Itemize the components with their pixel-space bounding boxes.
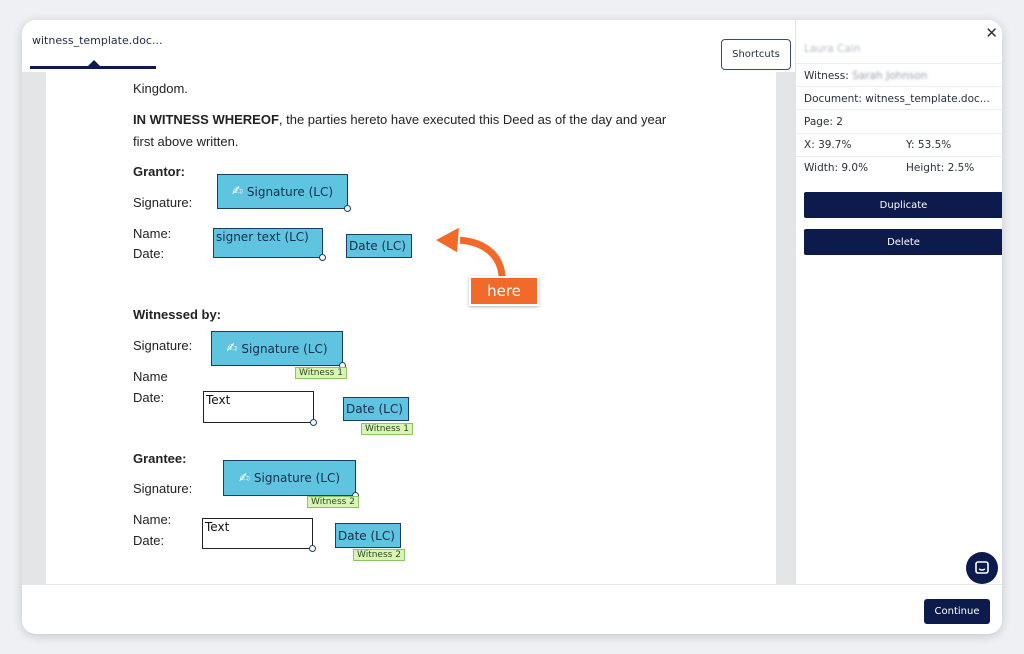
annotation-arrow-icon xyxy=(431,224,508,282)
text-witness-line2: first above written. xyxy=(133,134,239,149)
field-properties-panel: ✕ Laura Cain Witness: Sarah Johnson Docu… xyxy=(795,20,1002,584)
document-viewer[interactable]: Kingdom. IN WITNESS WHEREOF, the parties… xyxy=(22,72,795,584)
grantor-signature-field[interactable]: ✍Signature (LC) xyxy=(217,174,351,212)
tab-caret-icon xyxy=(88,60,100,66)
witness-signature-label: Signature: xyxy=(133,338,193,353)
divider xyxy=(796,63,1002,64)
text-kingdom: Kingdom. xyxy=(133,81,188,96)
witness2-date-tag: Witness 2 xyxy=(353,549,405,561)
panel-page-row: Page: 2 xyxy=(804,116,843,128)
grantor-date-field[interactable]: Date (LC) xyxy=(346,234,412,258)
grantee-date-label: Date: xyxy=(133,533,165,548)
panel-x-value: X: 39.7% xyxy=(804,139,852,151)
signature-icon: ✍ xyxy=(231,184,243,199)
witness-signature-field-label: Signature (LC) xyxy=(241,341,328,356)
chat-icon[interactable] xyxy=(966,552,998,584)
divider xyxy=(796,109,1002,110)
grantor-name-label: Name: xyxy=(133,226,172,241)
grantee-heading: Grantee: xyxy=(133,451,187,466)
witness-date-field[interactable]: Date (LC) xyxy=(343,397,409,421)
duplicate-button[interactable]: Duplicate xyxy=(804,192,1002,218)
shortcuts-button[interactable]: Shortcuts xyxy=(721,39,791,70)
resize-handle[interactable] xyxy=(344,205,351,212)
witness-text-field[interactable]: Text xyxy=(203,391,317,426)
witness-signature-field[interactable]: ✍Signature (LC) xyxy=(211,331,346,369)
signature-icon: ✍ xyxy=(238,470,250,486)
annotation-here-badge: here xyxy=(469,276,539,306)
witness-date-label: Date: xyxy=(133,390,165,405)
panel-signer-name: Laura Cain xyxy=(804,43,861,55)
tab-bar: witness_template.doc... Shortcuts xyxy=(22,20,795,72)
panel-y-value: Y: 53.5% xyxy=(906,139,952,151)
close-icon[interactable]: ✕ xyxy=(985,24,998,42)
resize-handle[interactable] xyxy=(319,254,326,261)
panel-witness-name: Sarah Johnson xyxy=(852,70,928,82)
witness1-tag: Witness 1 xyxy=(295,367,347,379)
witness-name-label: Name xyxy=(133,369,168,384)
grantee-name-label: Name: xyxy=(133,512,172,527)
grantor-signature-label: Signature: xyxy=(133,195,193,210)
grantor-signature-field-label: Signature (LC) xyxy=(246,184,334,199)
grantee-signature-field-label: Signature (LC) xyxy=(253,471,341,485)
continue-button[interactable]: Continue xyxy=(924,599,990,624)
grantee-text-field[interactable]: Text xyxy=(202,518,316,552)
resize-handle[interactable] xyxy=(309,545,316,552)
resize-handle[interactable] xyxy=(310,419,317,426)
panel-width-value: Width: 9.0% xyxy=(804,162,869,174)
grantee-signature-label: Signature: xyxy=(133,481,193,496)
tab-document[interactable]: witness_template.doc... xyxy=(32,34,163,47)
grantee-date-field-label: Date (LC) xyxy=(338,528,395,543)
text-witness-whereof: IN WITNESS WHEREOF, the parties hereto h… xyxy=(133,112,666,127)
delete-button[interactable]: Delete xyxy=(804,229,1002,255)
document-page: Kingdom. IN WITNESS WHEREOF, the parties… xyxy=(46,72,776,584)
witness-date-field-label: Date (LC) xyxy=(346,402,403,416)
grantee-text-field-label: Text xyxy=(205,520,230,534)
grantor-heading: Grantor: xyxy=(133,164,185,179)
tab-underline xyxy=(30,66,156,69)
chat-bubble-icon xyxy=(975,561,989,574)
witness1-date-tag: Witness 1 xyxy=(361,423,413,435)
grantor-date-field-label: Date (LC) xyxy=(349,239,406,253)
divider xyxy=(796,156,1002,157)
panel-witness-row: Witness: Sarah Johnson xyxy=(804,70,927,82)
grantor-date-label: Date: xyxy=(133,246,165,261)
grantee-signature-field[interactable]: ✍Signature (LC) xyxy=(223,460,359,499)
footer-bar: Continue xyxy=(22,584,1002,634)
divider xyxy=(796,133,1002,134)
signature-icon: ✍ xyxy=(226,341,238,356)
witness-text-field-label: Text xyxy=(206,393,231,407)
text-witness-rest: , the parties hereto have executed this … xyxy=(278,112,667,127)
panel-height-value: Height: 2.5% xyxy=(906,162,975,174)
witnessed-heading: Witnessed by: xyxy=(133,307,222,322)
divider xyxy=(796,86,1002,87)
grantor-name-field[interactable]: signer text (LC) xyxy=(213,228,326,261)
panel-document-row: Document: witness_template.doc... xyxy=(804,93,990,105)
text-witness-bold: IN WITNESS WHEREOF xyxy=(133,112,279,127)
grantee-date-field[interactable]: Date (LC) xyxy=(335,523,401,548)
witness2-tag: Witness 2 xyxy=(307,496,359,508)
app-window: witness_template.doc... Shortcuts Kingdo… xyxy=(22,20,1002,634)
grantor-name-field-label: signer text (LC) xyxy=(216,230,309,244)
panel-witness-label: Witness: xyxy=(804,70,849,82)
